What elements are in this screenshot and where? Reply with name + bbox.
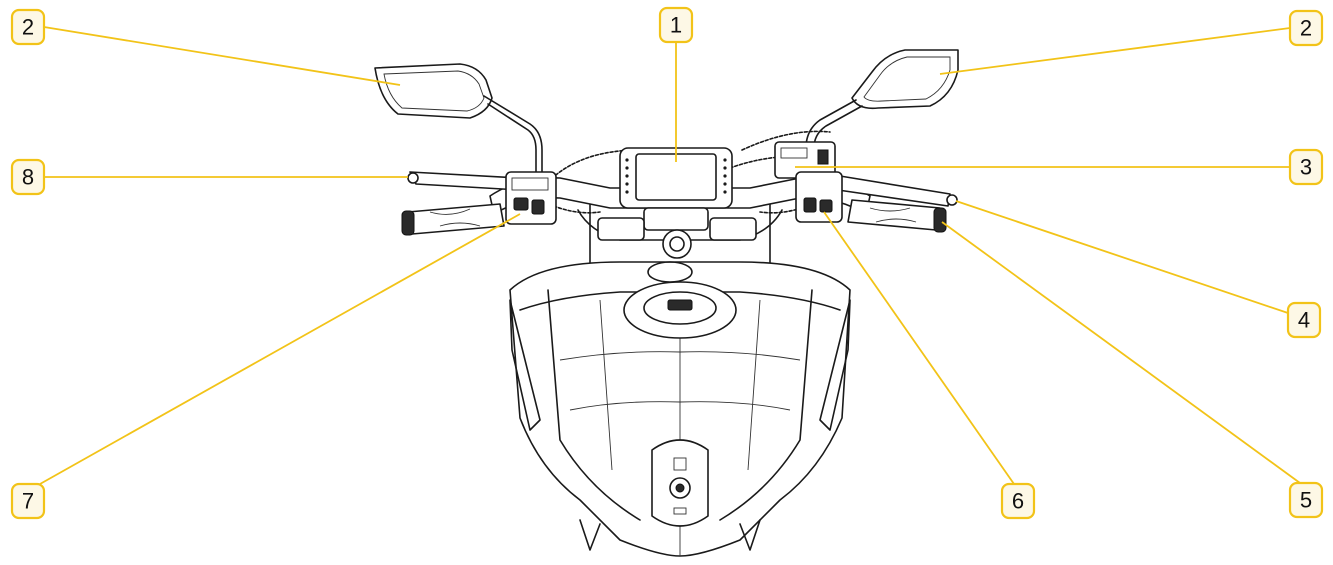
callout-8-label: 8 [22,165,34,190]
leader-6 [823,211,1015,485]
callout-2-left-label: 2 [22,15,34,40]
callout-2-left: 2 [10,8,46,46]
right-switch-pod [795,171,843,223]
callout-3: 3 [1288,148,1324,186]
callout-3-label: 3 [1300,155,1312,180]
left-grip [401,203,505,236]
right-grip [847,199,947,233]
leader-lines [39,26,1301,485]
callout-7: 7 [10,482,46,520]
left-brake-lever [407,171,521,191]
callout-2-right-label: 2 [1300,16,1312,41]
callout-5: 5 [1288,481,1324,519]
left-mirror [374,63,543,173]
callout-2-right: 2 [1288,9,1324,47]
callout-7-label: 7 [22,489,34,514]
leader-2-left [43,26,401,86]
callout-4: 4 [1286,301,1322,339]
callout-1: 1 [658,6,694,44]
leader-2-right [939,27,1291,75]
callout-6: 6 [1000,482,1036,520]
callout-1-label: 1 [670,13,682,38]
leader-4 [955,200,1289,314]
callout-5-label: 5 [1300,488,1312,513]
callout-8: 8 [10,158,46,196]
callout-6-label: 6 [1012,489,1024,514]
callout-4-label: 4 [1298,308,1310,333]
leader-7 [39,213,521,485]
dashboard-display [619,147,733,231]
front-body [509,261,851,557]
leader-5 [941,221,1301,484]
left-switch-pod [505,171,557,225]
scooter-drawing [374,49,959,557]
